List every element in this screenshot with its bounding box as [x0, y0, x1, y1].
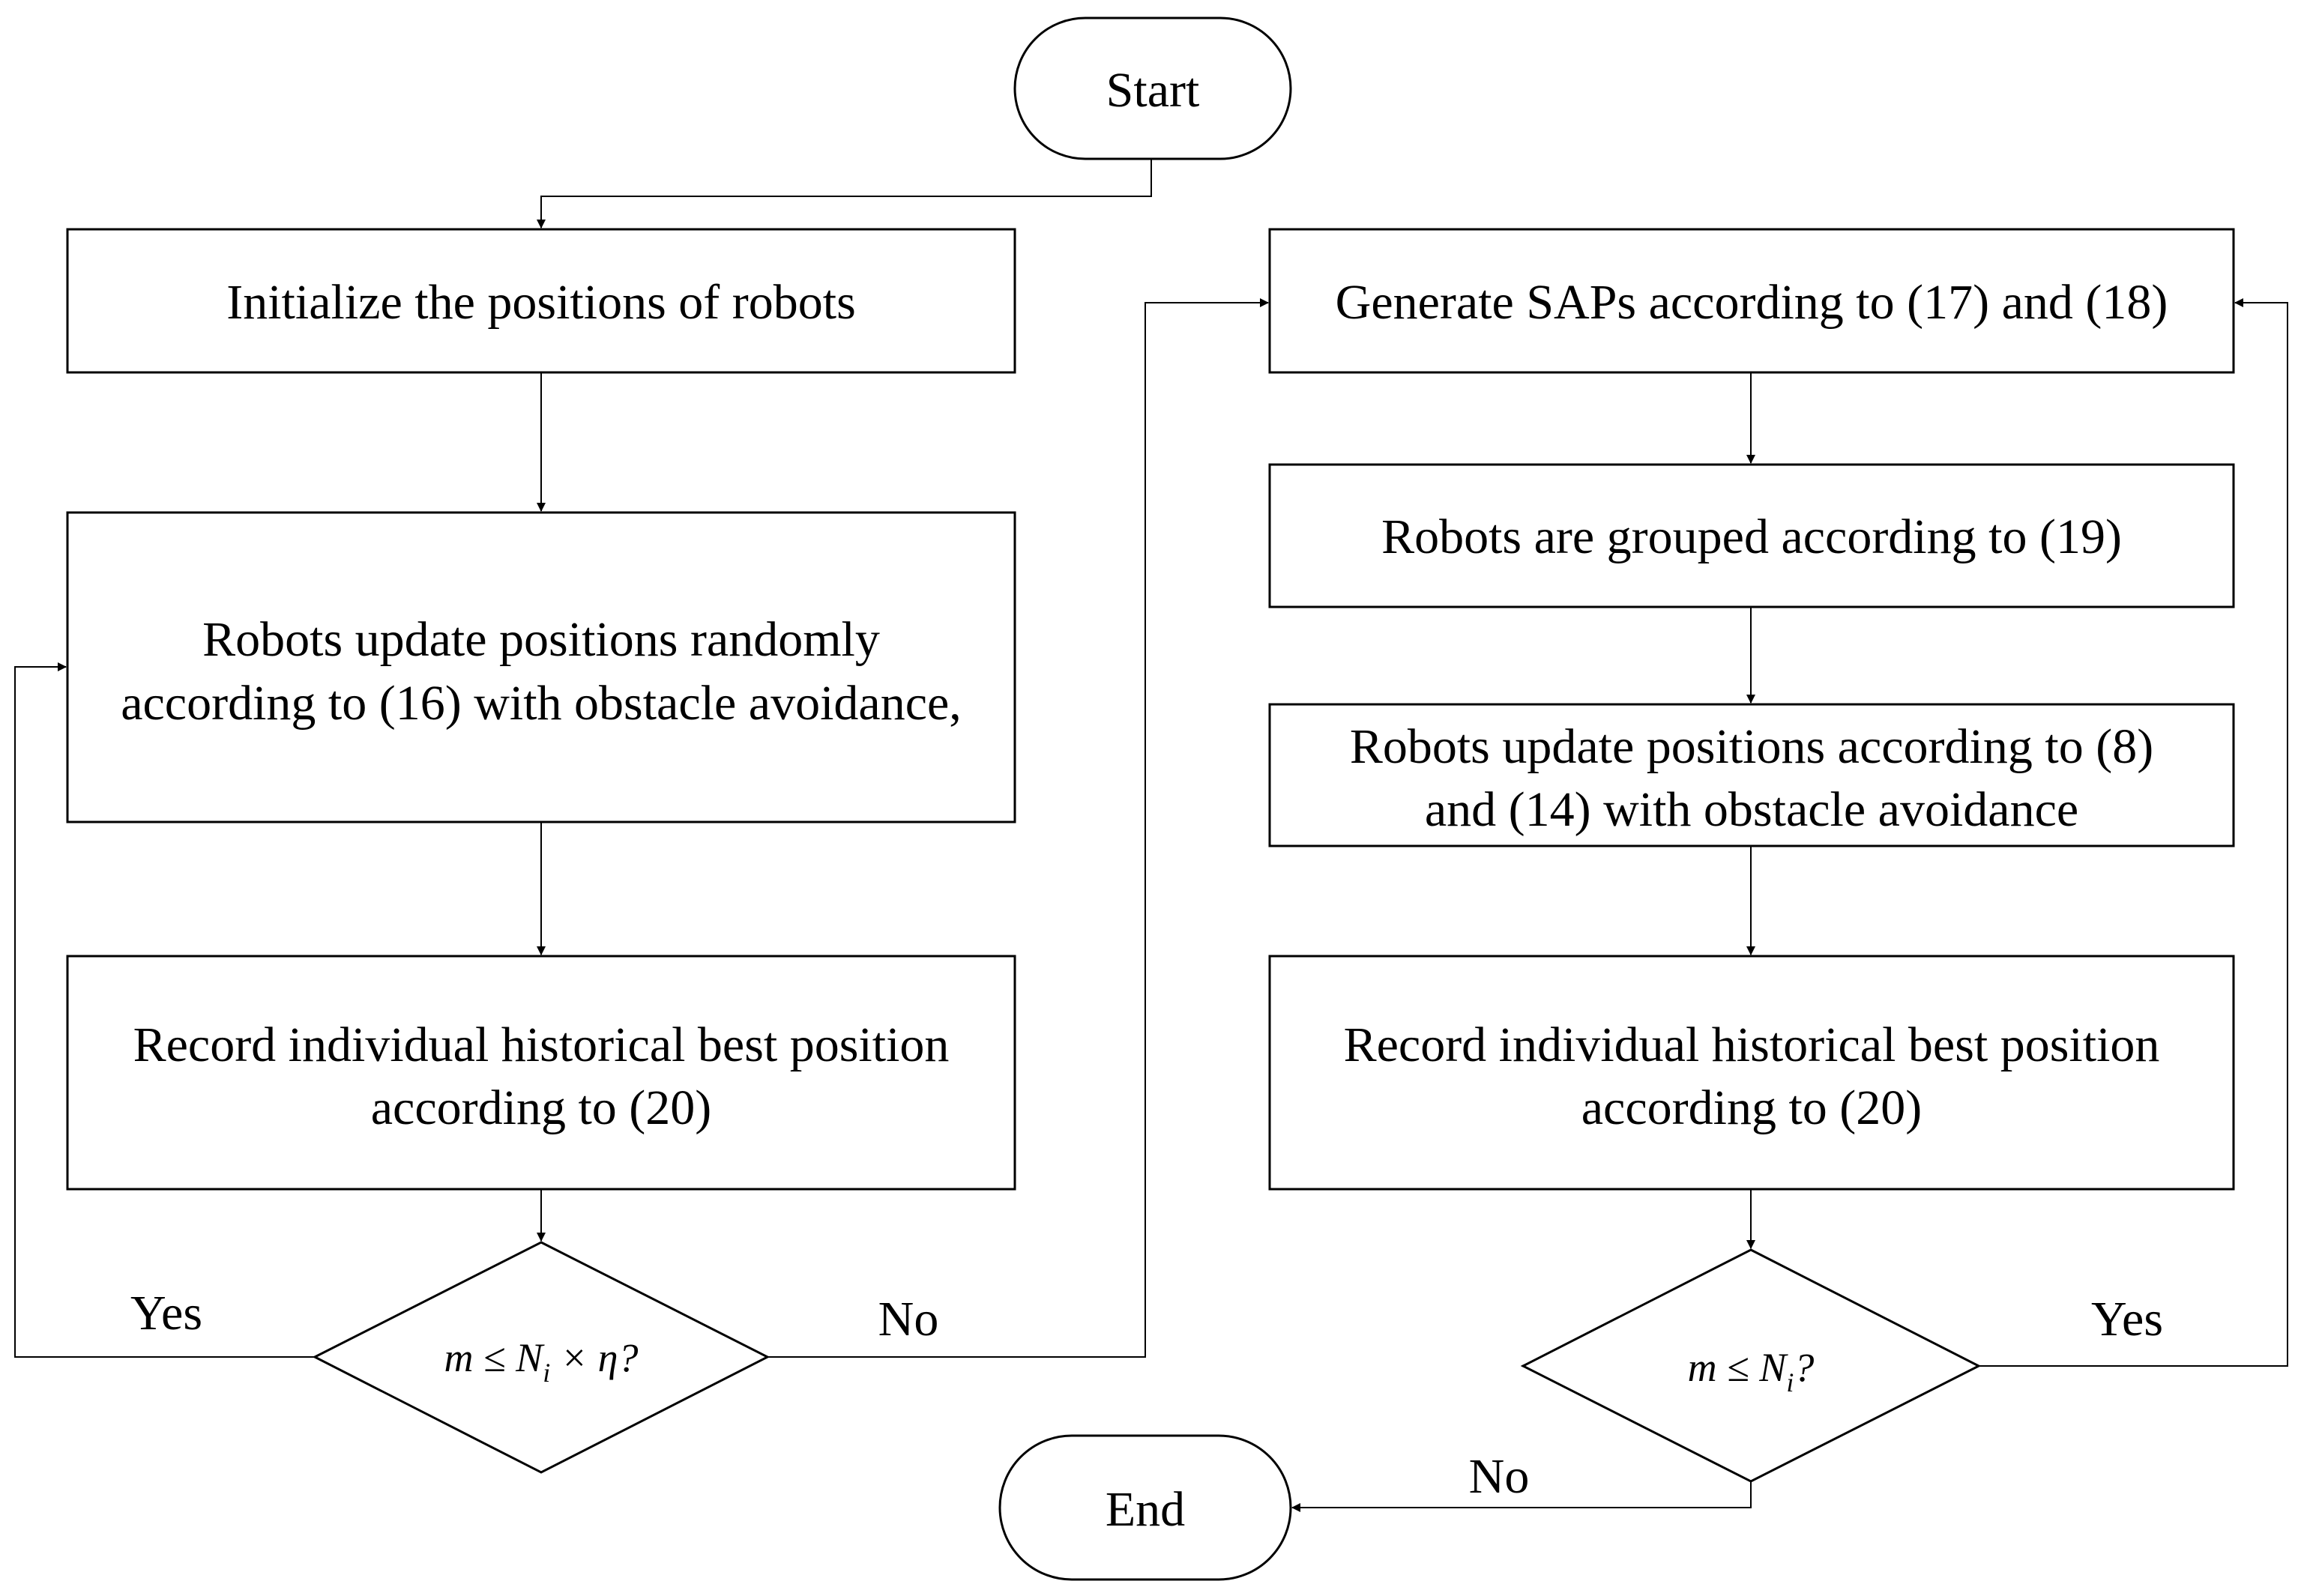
edge-label-right-yes: Yes [2091, 1292, 2163, 1346]
decision-right-expr-sub: i [1786, 1367, 1794, 1397]
edge-label-right-no: No [1469, 1449, 1530, 1504]
decision-left-expr-suffix: × η? [550, 1335, 638, 1380]
edge-label-left-yes: Yes [130, 1286, 202, 1340]
edge-left-no-to-generate [767, 298, 1269, 1358]
decision-left-expr-prefix: m ≤ N [444, 1335, 546, 1380]
record-right-line2: according to (20) [1581, 1080, 1922, 1135]
update-positions-process-box: Robots update positions according to (8)… [1268, 703, 2235, 847]
edge-label-left-no: No [878, 1292, 939, 1346]
connectors [14, 159, 2288, 1512]
init-process-box: Initialize the positions of robots [66, 228, 1016, 374]
edge-right-no-to-end [1291, 1481, 1752, 1512]
start-label: Start [1106, 63, 1200, 118]
start-terminal: Start [1013, 16, 1292, 160]
init-label: Initialize the positions of robots [226, 275, 856, 330]
random-update-line1: Robots update positions randomly [202, 612, 880, 667]
random-update-line2: according to (16) with obstacle avoidanc… [121, 676, 962, 731]
end-label: End [1106, 1482, 1185, 1537]
record-right-line1: Record individual historical best positi… [1344, 1018, 2160, 1072]
decision-right-expr-prefix: m ≤ N [1688, 1345, 1789, 1390]
decision-right-expr-suffix: ? [1794, 1345, 1814, 1390]
random-update-process-box: Robots update positions randomly accordi… [66, 511, 1016, 823]
decision-left-diamond: m ≤ Ni × η? [312, 1241, 770, 1474]
decision-left-expression: m ≤ Ni × η? [444, 1335, 639, 1388]
grouped-process-box: Robots are grouped according to (19) [1268, 463, 2235, 608]
decision-right-expression: m ≤ Ni? [1688, 1345, 1815, 1397]
generate-saps-label: Generate SAPs according to (17) and (18) [1336, 275, 2168, 330]
record-right-process-box: Record individual historical best positi… [1268, 955, 2235, 1191]
grouped-label: Robots are grouped according to (19) [1381, 510, 2122, 564]
edge-labels: Yes No Yes No [130, 1286, 2163, 1504]
update-positions-line1: Robots update positions according to (8) [1350, 719, 2153, 774]
edge-left-yes-loop [14, 662, 315, 1358]
decision-left-expr-sub: i [543, 1358, 550, 1388]
edge-right-yes-loop [1979, 298, 2288, 1367]
decision-right-diamond: m ≤ Ni? [1520, 1248, 1982, 1483]
generate-saps-process-box: Generate SAPs according to (17) and (18) [1268, 228, 2235, 374]
record-left-line2: according to (20) [371, 1080, 712, 1135]
record-left-line1: Record individual historical best positi… [133, 1018, 950, 1072]
record-left-process-box: Record individual historical best positi… [66, 955, 1016, 1191]
end-terminal: End [998, 1434, 1292, 1581]
update-positions-line2: and (14) with obstacle avoidance [1425, 782, 2078, 837]
edge-start-to-init [537, 159, 1152, 229]
